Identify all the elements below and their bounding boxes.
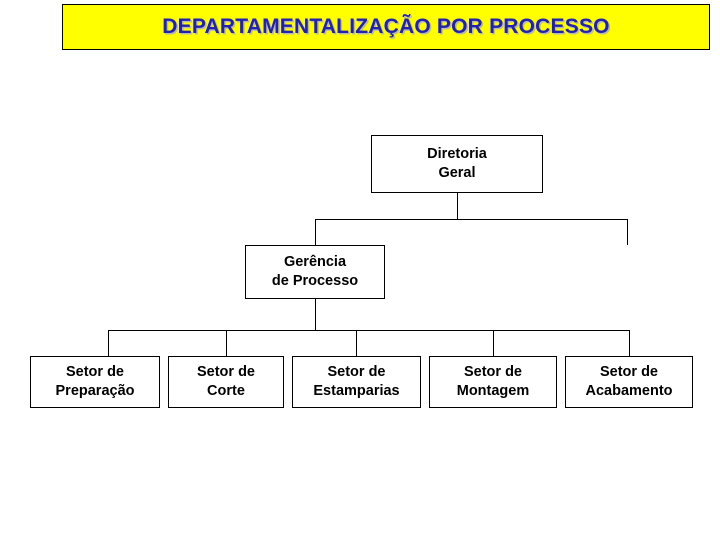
connector-setor-montagem-up xyxy=(493,330,494,356)
connector-setor-estamparias-up xyxy=(356,330,357,356)
node-diretoria-geral: Diretoria Geral xyxy=(371,135,543,193)
connector-setor-corte-up xyxy=(226,330,227,356)
node-setor-acabamento: Setor de Acabamento xyxy=(565,356,693,408)
node-setor-preparacao: Setor de Preparação xyxy=(30,356,160,408)
node-gerencia-processo: Gerência de Processo xyxy=(245,245,385,299)
connector-gerencia-up xyxy=(315,219,316,245)
node-setor-estamparias: Setor de Estamparias xyxy=(292,356,421,408)
page-title: DEPARTAMENTALIZAÇÃO POR PROCESSO xyxy=(162,15,610,38)
node-setor-corte: Setor de Corte xyxy=(168,356,284,408)
connector-setores-bus xyxy=(108,330,629,331)
connector-diretoria-right-stub xyxy=(627,219,628,245)
node-setor-montagem: Setor de Montagem xyxy=(429,356,557,408)
connector-diretoria-down xyxy=(457,193,458,219)
connector-setor-preparacao-up xyxy=(108,330,109,356)
connector-diretoria-bus xyxy=(315,219,627,220)
connector-gerencia-down xyxy=(315,299,316,330)
connector-setor-acabamento-up xyxy=(629,330,630,356)
title-banner: DEPARTAMENTALIZAÇÃO POR PROCESSO xyxy=(62,4,710,50)
